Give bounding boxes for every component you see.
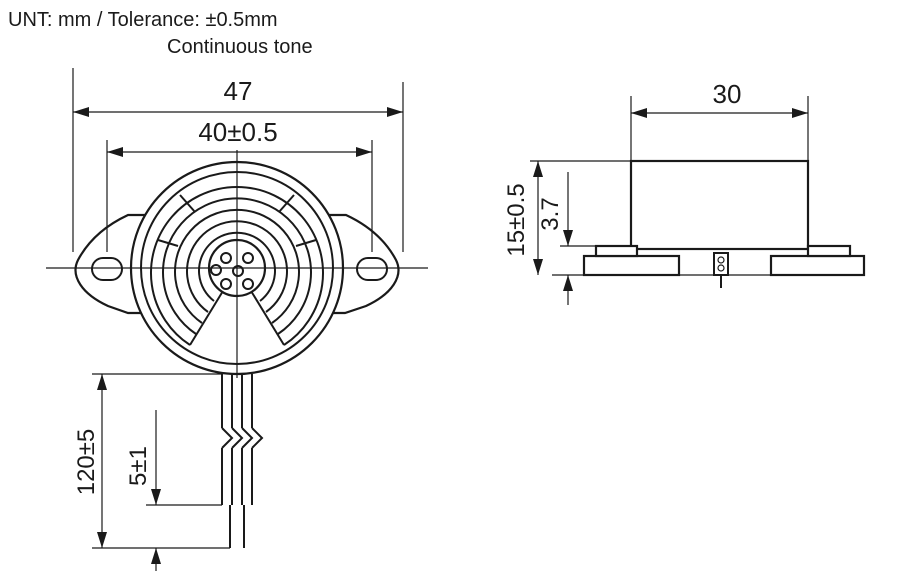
left-flange [582,254,681,277]
terminal-5 [220,278,232,290]
units-tolerance-label: UNT: mm / Tolerance: ±0.5mm [8,9,278,31]
dimension-hole-spacing-label: 40±0.5 [198,117,277,147]
dimension-lead-length-label: 120±5 [73,429,100,496]
dimension-body-width-label: 30 [713,79,742,109]
terminal-2 [242,252,254,264]
lead-pin-1 [717,256,725,264]
left-step [594,244,639,258]
dimension-lead-strip: 5±1 [125,410,222,571]
dimension-flange-height: 3.7 [537,172,596,305]
lead-wires [221,374,264,548]
terminal-4 [232,265,244,277]
right-flange [769,254,866,277]
right-mounting-hole [356,257,388,281]
dimension-body-width: 30 [630,79,809,161]
side-view: 30 15±0.5 3.7 [503,79,866,305]
dimension-lead-strip-label: 5±1 [125,446,152,486]
dimension-lead-length: 120±5 [73,373,230,549]
dimension-overall-width-label: 47 [224,76,253,106]
dimension-overall-width: 47 [72,68,404,252]
dimension-total-height-label: 15±0.5 [503,183,530,256]
lead-pin-2 [717,264,725,272]
left-mounting-hole [91,257,123,281]
terminal-1 [220,252,232,264]
front-view: 47 40±0.5 120±5 5±1 [46,68,428,571]
lead-connector [713,252,729,276]
side-body [629,159,810,251]
terminal-3 [210,264,222,276]
right-step [806,244,852,258]
dimension-total-height: 15±0.5 [503,160,631,275]
dimension-hole-spacing: 40±0.5 [106,117,373,252]
terminal-6 [242,278,254,290]
tone-label: Continuous tone [167,36,313,58]
dimension-flange-height-label: 3.7 [537,197,564,230]
